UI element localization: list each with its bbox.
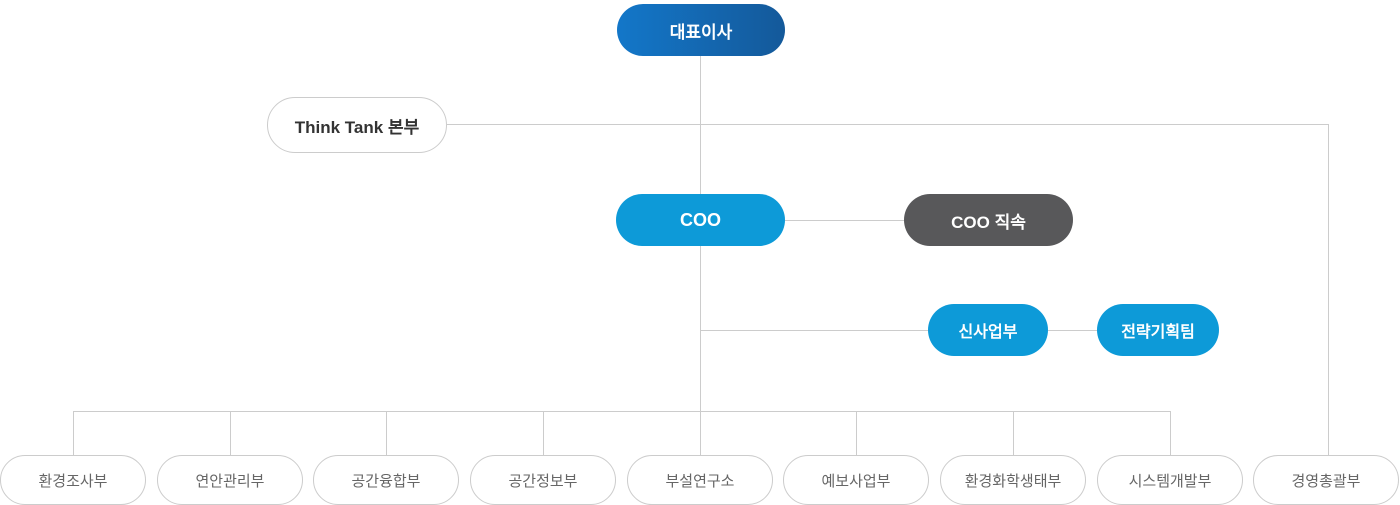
connector-thinktank-to-mgmt [1328,124,1329,455]
dept-node: 시스템개발부 [1097,455,1243,505]
connector-drop-dept-2 [230,411,231,455]
org-node-coo: COO [616,194,785,246]
connector-drop-dept-1 [73,411,74,455]
connector-coo-to-coo-direct [785,220,904,221]
connector-drop-dept-3 [386,411,387,455]
connector-thinktank-horizontal [447,124,1328,125]
connector-drop-dept-4 [543,411,544,455]
dept-node: 경영총괄부 [1253,455,1399,505]
dept-node: 공간정보부 [470,455,616,505]
org-node-new-business: 신사업부 [928,304,1048,356]
connector-drop-dept-6 [856,411,857,455]
dept-node-label: 경영총괄부 [1291,472,1361,490]
connector-newbiz-to-strategy [1048,330,1097,331]
connector-department-bus [73,411,1170,412]
org-node-think-tank-label: Think Tank 본부 [294,117,420,137]
dept-node: 연안관리부 [157,455,303,505]
dept-node-label: 부설연구소 [665,472,735,490]
org-node-ceo: 대표이사 [617,4,785,56]
org-node-coo-direct-label: COO 직속 [951,212,1026,232]
connector-drop-dept-7 [1013,411,1014,455]
dept-node-label: 환경조사부 [38,472,108,490]
org-node-new-business-label: 신사업부 [958,324,1018,341]
org-node-strategy-team-label: 전략기획팀 [1121,324,1195,341]
dept-node-label: 공간정보부 [508,472,578,490]
dept-node-label: 공간융합부 [351,472,421,490]
connector-coo-to-bus [700,246,701,455]
dept-node-label: 연안관리부 [195,472,265,490]
dept-node-label: 시스템개발부 [1128,472,1212,490]
dept-node-label: 환경화학생태부 [964,472,1062,490]
org-node-strategy-team: 전략기획팀 [1097,304,1219,356]
connector-drop-dept-8 [1170,411,1171,455]
org-node-coo-label: COO [679,209,721,230]
connector-ceo-to-coo [700,56,701,194]
org-node-coo-direct: COO 직속 [904,194,1073,246]
dept-node: 환경화학생태부 [940,455,1086,505]
dept-node: 환경조사부 [0,455,146,505]
dept-node: 공간융합부 [313,455,459,505]
org-node-think-tank: Think Tank 본부 [267,97,447,153]
dept-node: 부설연구소 [627,455,773,505]
connector-coo-to-new-business [700,330,928,331]
org-node-ceo-label: 대표이사 [669,22,733,42]
dept-node-label: 예보사업부 [821,472,891,490]
dept-node: 예보사업부 [783,455,929,505]
